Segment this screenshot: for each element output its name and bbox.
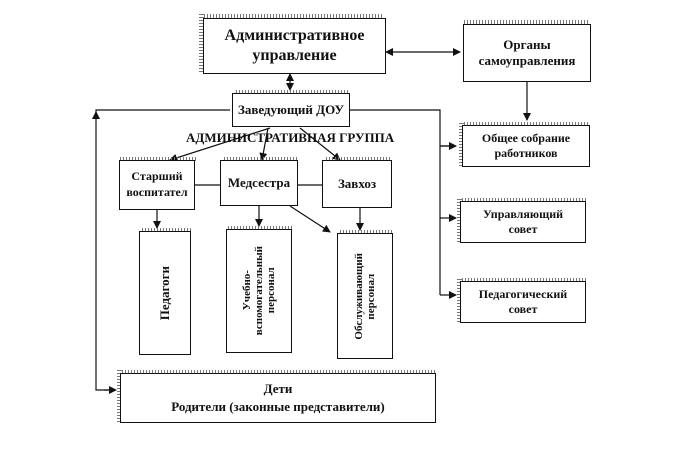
hatch-children (122, 370, 436, 375)
admin-management-box: Административное управление (203, 18, 386, 74)
hatch-teachers (142, 228, 192, 232)
pedagogical-council-box: Педагогический совет (460, 281, 586, 323)
service-staff-label: Обслуживающий персонал (352, 252, 377, 340)
hatch-support (228, 226, 292, 230)
hatch-pedcouncil (462, 278, 586, 283)
hatch-caretaker (326, 157, 392, 161)
support-staff-label: Учебно- вспомогательный персонал (240, 246, 278, 336)
hatch-selfgov (464, 20, 590, 25)
senior-educator-box: Старший воспитател (119, 160, 195, 210)
hatch-senior (120, 157, 196, 161)
hatch-head (236, 90, 350, 94)
link-head-caretaker (299, 127, 341, 161)
hatch-meeting-side (459, 122, 464, 166)
teachers-label: Педагоги (156, 265, 172, 321)
hatch-pedcouncil-side (457, 278, 462, 322)
governing-council-box: Управляющий совет (460, 201, 586, 243)
teachers-box: Педагоги (139, 231, 191, 355)
service-staff-box: Обслуживающий персонал (337, 233, 393, 359)
hatch-admin (204, 14, 384, 19)
hatch-council-side (457, 198, 462, 242)
nurse-box: Медсестра (220, 160, 298, 206)
link-head-nurse (259, 127, 269, 161)
hatch-children-side (117, 370, 122, 422)
self-government-box: Органы самоуправления (463, 24, 591, 82)
hatch-admin-side (199, 14, 204, 72)
hatch-meeting (464, 122, 590, 127)
link-nurse-service (289, 205, 331, 233)
head-box: Заведующий ДОУ (232, 93, 350, 127)
children-parents-box: Дети Родители (законные представители) (120, 373, 436, 423)
hatch-service (340, 230, 394, 234)
hatch-nurse (224, 157, 298, 161)
caretaker-box: Завхоз (322, 160, 392, 208)
support-staff-box: Учебно- вспомогательный персонал (226, 229, 292, 353)
general-meeting-box: Общее собрание работников (462, 125, 590, 167)
admin-group-label: АДМИНИСТРАТИВНАЯ ГРУППА (186, 130, 395, 145)
link-head-senior (169, 127, 271, 162)
hatch-council (462, 198, 586, 203)
